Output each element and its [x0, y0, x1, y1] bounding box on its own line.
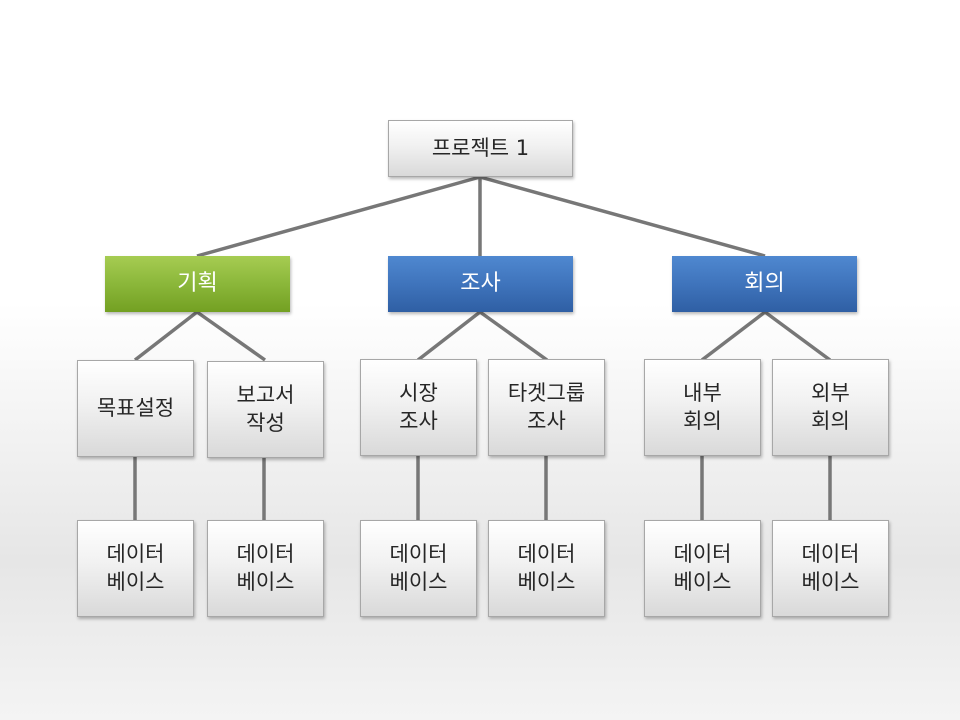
database-node-market-research-label: 데이터 베이스	[389, 542, 448, 594]
task-node-internal-meeting-label: 내부 회의	[683, 381, 722, 433]
database-node-external-meeting-label: 데이터 베이스	[801, 542, 860, 594]
task-node-goal-setting: 목표설정	[77, 360, 194, 457]
database-node-target-research: 데이터 베이스	[488, 520, 605, 617]
database-node-internal-meeting: 데이터 베이스	[644, 520, 761, 617]
connector-meeting-internal	[700, 310, 767, 362]
database-node-market-research: 데이터 베이스	[360, 520, 477, 617]
task-node-report-writing: 보고서 작성	[207, 361, 324, 458]
root-node-label: 프로젝트 1	[431, 135, 530, 160]
database-node-goal-setting: 데이터 베이스	[77, 520, 194, 617]
task-node-goal-setting-label: 목표설정	[96, 395, 175, 420]
branch-node-planning-label: 기획	[177, 270, 218, 296]
connector-research-market	[416, 310, 482, 362]
task-node-internal-meeting: 내부 회의	[644, 359, 761, 456]
connector-meeting-external	[763, 310, 832, 362]
task-node-target-research: 타겟그룹 조사	[488, 359, 605, 456]
task-node-external-meeting: 외부 회의	[772, 359, 889, 456]
database-node-report-writing-label: 데이터 베이스	[236, 542, 295, 594]
branch-node-research: 조사	[388, 256, 573, 312]
branch-node-meeting: 회의	[672, 256, 857, 312]
task-node-target-research-label: 타겟그룹 조사	[507, 381, 586, 433]
database-node-report-writing: 데이터 베이스	[207, 520, 324, 617]
database-node-goal-setting-label: 데이터 베이스	[106, 542, 165, 594]
root-node: 프로젝트 1	[388, 120, 573, 177]
branch-node-planning: 기획	[105, 256, 290, 312]
task-node-external-meeting-label: 외부 회의	[811, 381, 850, 433]
database-node-target-research-label: 데이터 베이스	[517, 542, 576, 594]
connector-planning-goal	[133, 310, 199, 362]
connector-research-target	[478, 310, 549, 362]
connector-root-planning	[196, 175, 481, 258]
connector-planning-report	[195, 310, 267, 362]
database-node-internal-meeting-label: 데이터 베이스	[673, 542, 732, 594]
task-node-report-writing-label: 보고서 작성	[236, 383, 295, 435]
connector-root-meeting	[479, 175, 766, 258]
task-node-market-research: 시장 조사	[360, 359, 477, 456]
task-node-market-research-label: 시장 조사	[399, 381, 438, 433]
branch-node-meeting-label: 회의	[744, 270, 785, 296]
database-node-external-meeting: 데이터 베이스	[772, 520, 889, 617]
branch-node-research-label: 조사	[460, 270, 501, 296]
